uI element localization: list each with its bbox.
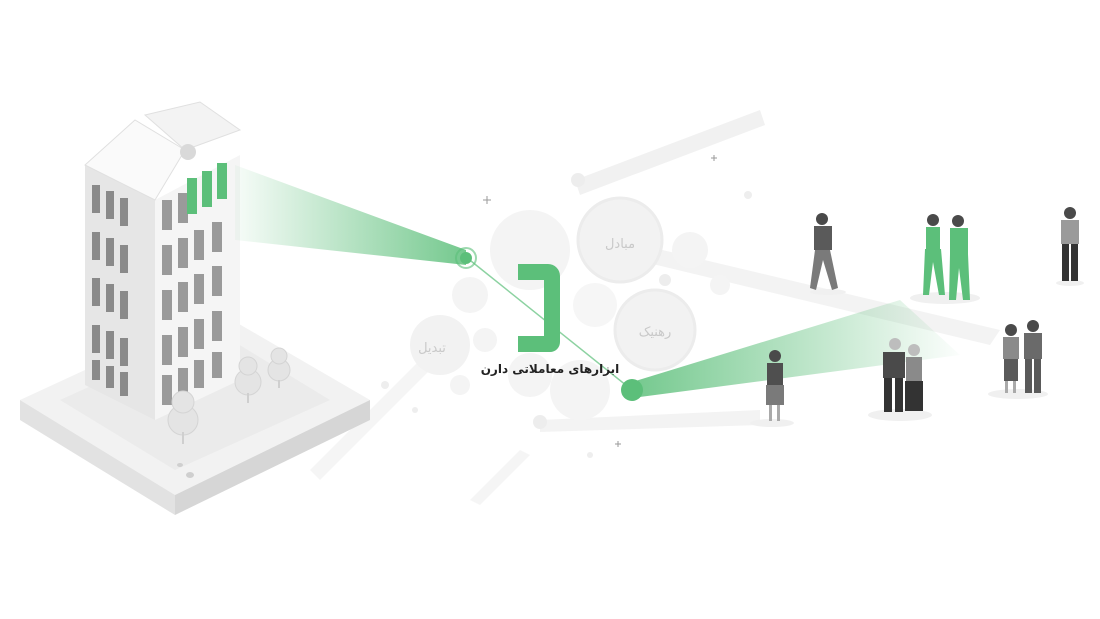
bubble-label-top: مبادل [605, 237, 635, 252]
person-man-right [1056, 207, 1084, 286]
person-woman-front [750, 350, 794, 427]
hub-caption: ابزارهای معاملاتی دارن [480, 362, 620, 376]
person-walking [810, 213, 846, 295]
person-pair-right [988, 320, 1048, 399]
bubble-cluster: مبادل رهنیک تبدیل [381, 191, 752, 458]
person-couple-green [910, 214, 980, 304]
bubble-label-middle: رهنیک [639, 325, 672, 340]
sparkles [483, 155, 717, 447]
person-elderly-couple [868, 338, 932, 421]
people-group [750, 207, 1084, 427]
highlighted-windows [187, 163, 227, 214]
bubble-label-left: تبدیل [418, 341, 446, 356]
office-building [20, 101, 370, 515]
daran-logo-icon [518, 264, 560, 352]
data-beams [235, 165, 960, 401]
